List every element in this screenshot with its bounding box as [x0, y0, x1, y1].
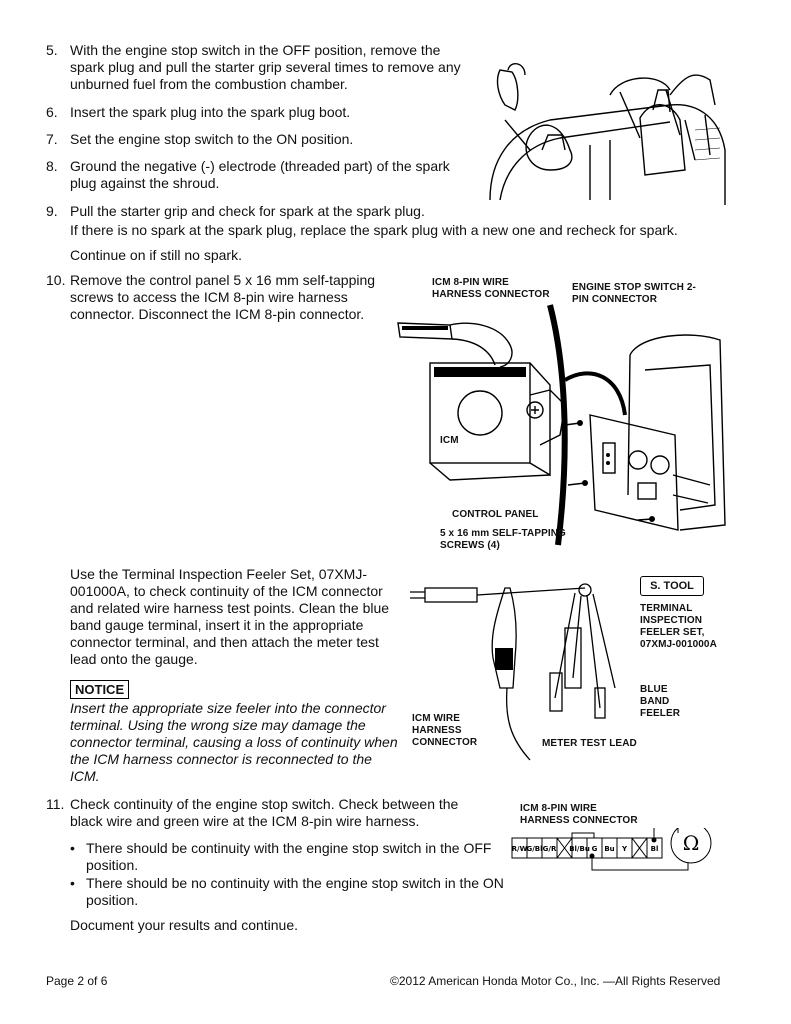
feeler-set-label: TERMINAL INSPECTION FEELER SET, 07XMJ-00…: [640, 603, 717, 650]
step-text: Pull the starter grip and check for spar…: [70, 203, 425, 219]
step-number: 9.: [46, 203, 58, 219]
pin-label: G/Bl: [526, 845, 542, 853]
pin-label: G/R: [543, 845, 557, 853]
step-9-continue: Continue on if still no spark.: [70, 247, 242, 263]
connector-diagram: R/W G/Bl G/R Bl/Bu G Bu Y Bl Ω: [511, 828, 712, 871]
meter-lead-label: METER TEST LEAD: [542, 738, 637, 749]
step-number: 6.: [46, 104, 58, 120]
special-tool-badge: S. TOOL: [640, 576, 704, 596]
control-panel-label: CONTROL PANEL: [452, 509, 539, 520]
document-results: Document your results and continue.: [70, 917, 299, 933]
spark-plug-illustration: [489, 63, 726, 205]
icm-connector-label: ICM 8-PIN WIRE HARNESS CONNECTOR: [432, 277, 550, 300]
pin-label: G: [592, 845, 598, 853]
bullet-dot: •: [70, 840, 75, 856]
icm-label: ICM: [440, 435, 459, 446]
step-number: 10.: [46, 272, 66, 288]
blue-band-label: BLUE BAND FEELER: [640, 684, 681, 719]
screws-label: 5 x 16 mm SELF-TAPPING SCREWS (4): [440, 528, 566, 551]
pin-label: Bl: [651, 845, 659, 853]
step-text: Ground the negative (-) electrode (threa…: [70, 158, 450, 191]
notice-text: Insert the appropriate size feeler into …: [70, 700, 398, 784]
step-text: Set the engine stop switch to the ON pos…: [70, 131, 354, 147]
ohm-symbol: Ω: [683, 831, 700, 855]
step-number: 5.: [46, 42, 58, 58]
step-9-note: If there is no spark at the spark plug, …: [70, 222, 678, 238]
pin-label: Bu: [604, 845, 614, 853]
bullet-text: There should be no continuity with the e…: [86, 875, 504, 908]
page-number: Page 2 of 6: [46, 974, 108, 988]
pin-label: Y: [621, 845, 628, 853]
copyright: ©2012 American Honda Motor Co., Inc. —Al…: [390, 974, 721, 988]
notice-label: NOTICE: [70, 680, 130, 699]
bullet-text: There should be continuity with the engi…: [86, 840, 492, 873]
pin-label: Bl/Bu: [569, 845, 590, 853]
feeler-set-illustration: [410, 583, 616, 761]
connector-title: ICM 8-PIN WIRE HARNESS CONNECTOR: [520, 803, 638, 826]
step-text: Remove the control panel 5 x 16 mm self-…: [70, 272, 376, 322]
control-panel-illustration: [397, 304, 726, 546]
stop-switch-label: ENGINE STOP SWITCH 2-PIN CONNECTOR: [572, 282, 696, 305]
step-number: 8.: [46, 158, 58, 174]
feeler-paragraph: Use the Terminal Inspection Feeler Set, …: [70, 566, 390, 667]
step-text: Insert the spark plug into the spark plu…: [70, 104, 351, 120]
step-text: With the engine stop switch in the OFF p…: [70, 42, 461, 92]
bullet-dot: •: [70, 875, 75, 891]
step-number: 7.: [46, 131, 58, 147]
pin-label: R/W: [512, 845, 528, 853]
step-number: 11.: [46, 796, 65, 812]
icm-harness-label: ICM WIRE HARNESS CONNECTOR: [412, 713, 478, 748]
step-text: Check continuity of the engine stop swit…: [70, 796, 459, 829]
